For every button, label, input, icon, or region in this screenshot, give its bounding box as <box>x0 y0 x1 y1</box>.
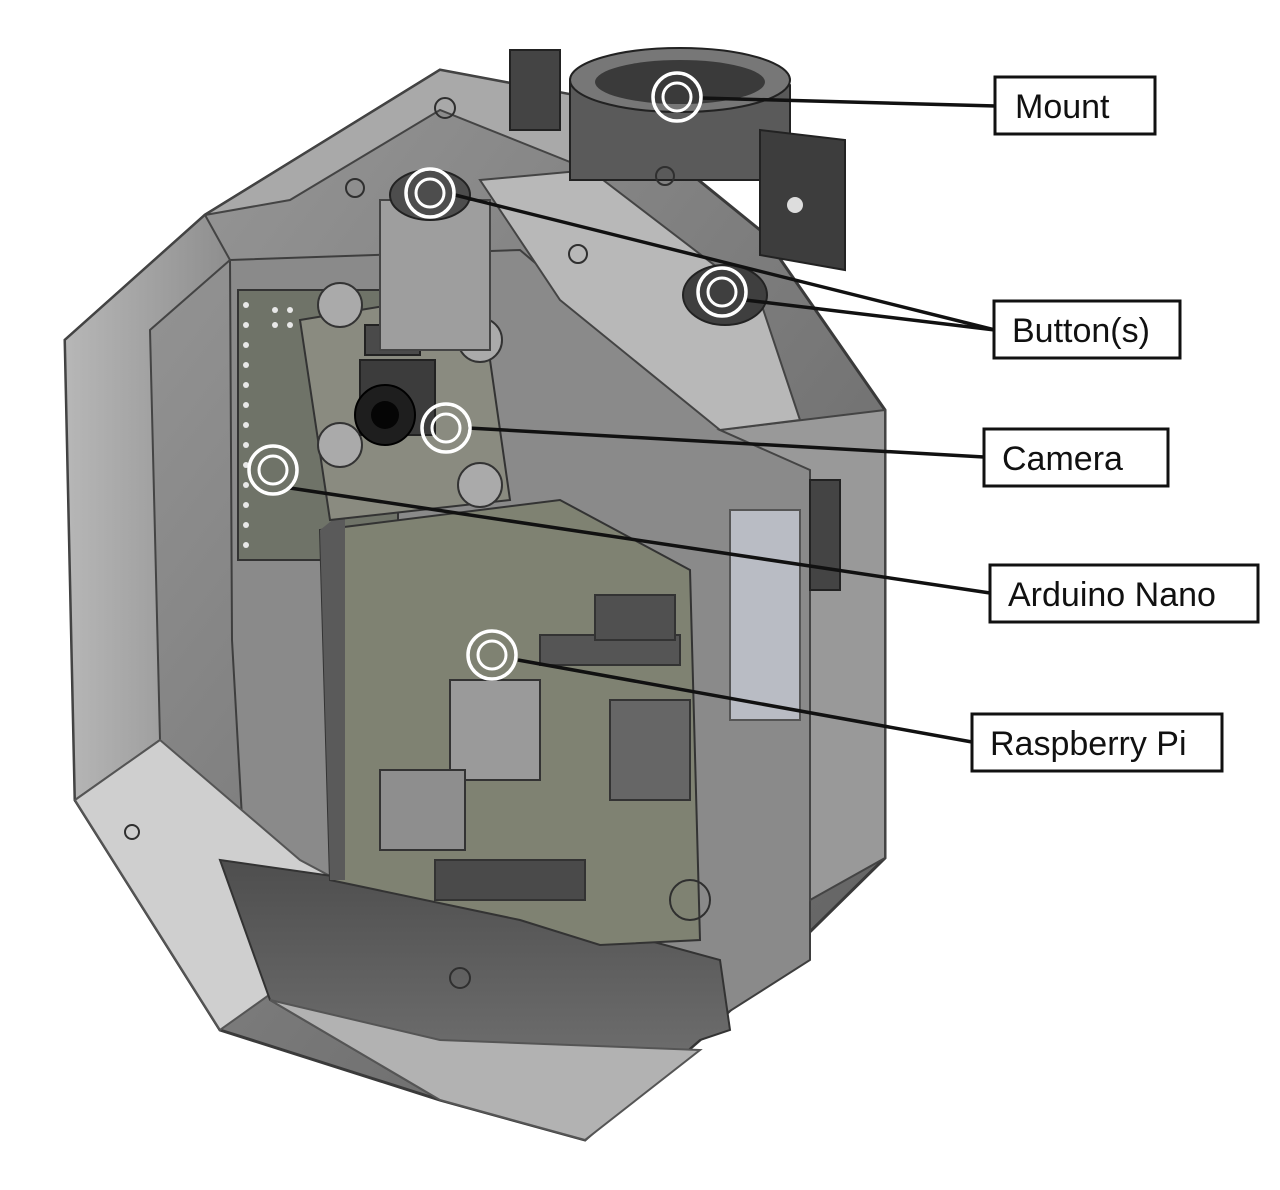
enclosure-illustration <box>63 47 887 1142</box>
callout-camera: Camera <box>982 427 1170 488</box>
marker-raspberry <box>466 629 518 681</box>
marker-mount <box>651 71 703 123</box>
callout-mount: Mount <box>993 75 1157 136</box>
marker-button-top <box>404 167 456 219</box>
button-column <box>379 199 491 351</box>
leader-camera <box>467 426 985 459</box>
marker-camera <box>420 402 472 454</box>
screw-holes <box>124 97 711 989</box>
bottom-lip <box>269 999 703 1142</box>
marker-button-right <box>696 266 748 318</box>
leader-arduino <box>289 486 991 595</box>
leader-lines <box>289 96 997 744</box>
right-side-window <box>729 509 801 721</box>
callout-arduino-label: Arduino Nano <box>1008 576 1216 614</box>
marker-arduino <box>247 444 299 496</box>
callout-raspberry: Raspberry Pi <box>970 712 1224 773</box>
callout-arduino: Arduino Nano <box>988 563 1260 624</box>
right-side-housing <box>716 408 886 902</box>
callout-buttons-label: Button(s) <box>1012 312 1150 350</box>
leader-button-top <box>454 193 996 332</box>
leader-raspberry <box>517 658 973 744</box>
leader-button-right <box>744 298 996 332</box>
raspberry-pi-board <box>318 498 702 947</box>
right-side-slot <box>809 479 841 591</box>
leader-mount <box>699 96 997 108</box>
callout-buttons: Button(s) <box>992 299 1182 360</box>
location-markers <box>247 71 748 681</box>
callout-camera-label: Camera <box>1002 440 1123 478</box>
callout-mount-label: Mount <box>1015 88 1110 126</box>
callout-raspberry-label: Raspberry Pi <box>990 725 1187 763</box>
